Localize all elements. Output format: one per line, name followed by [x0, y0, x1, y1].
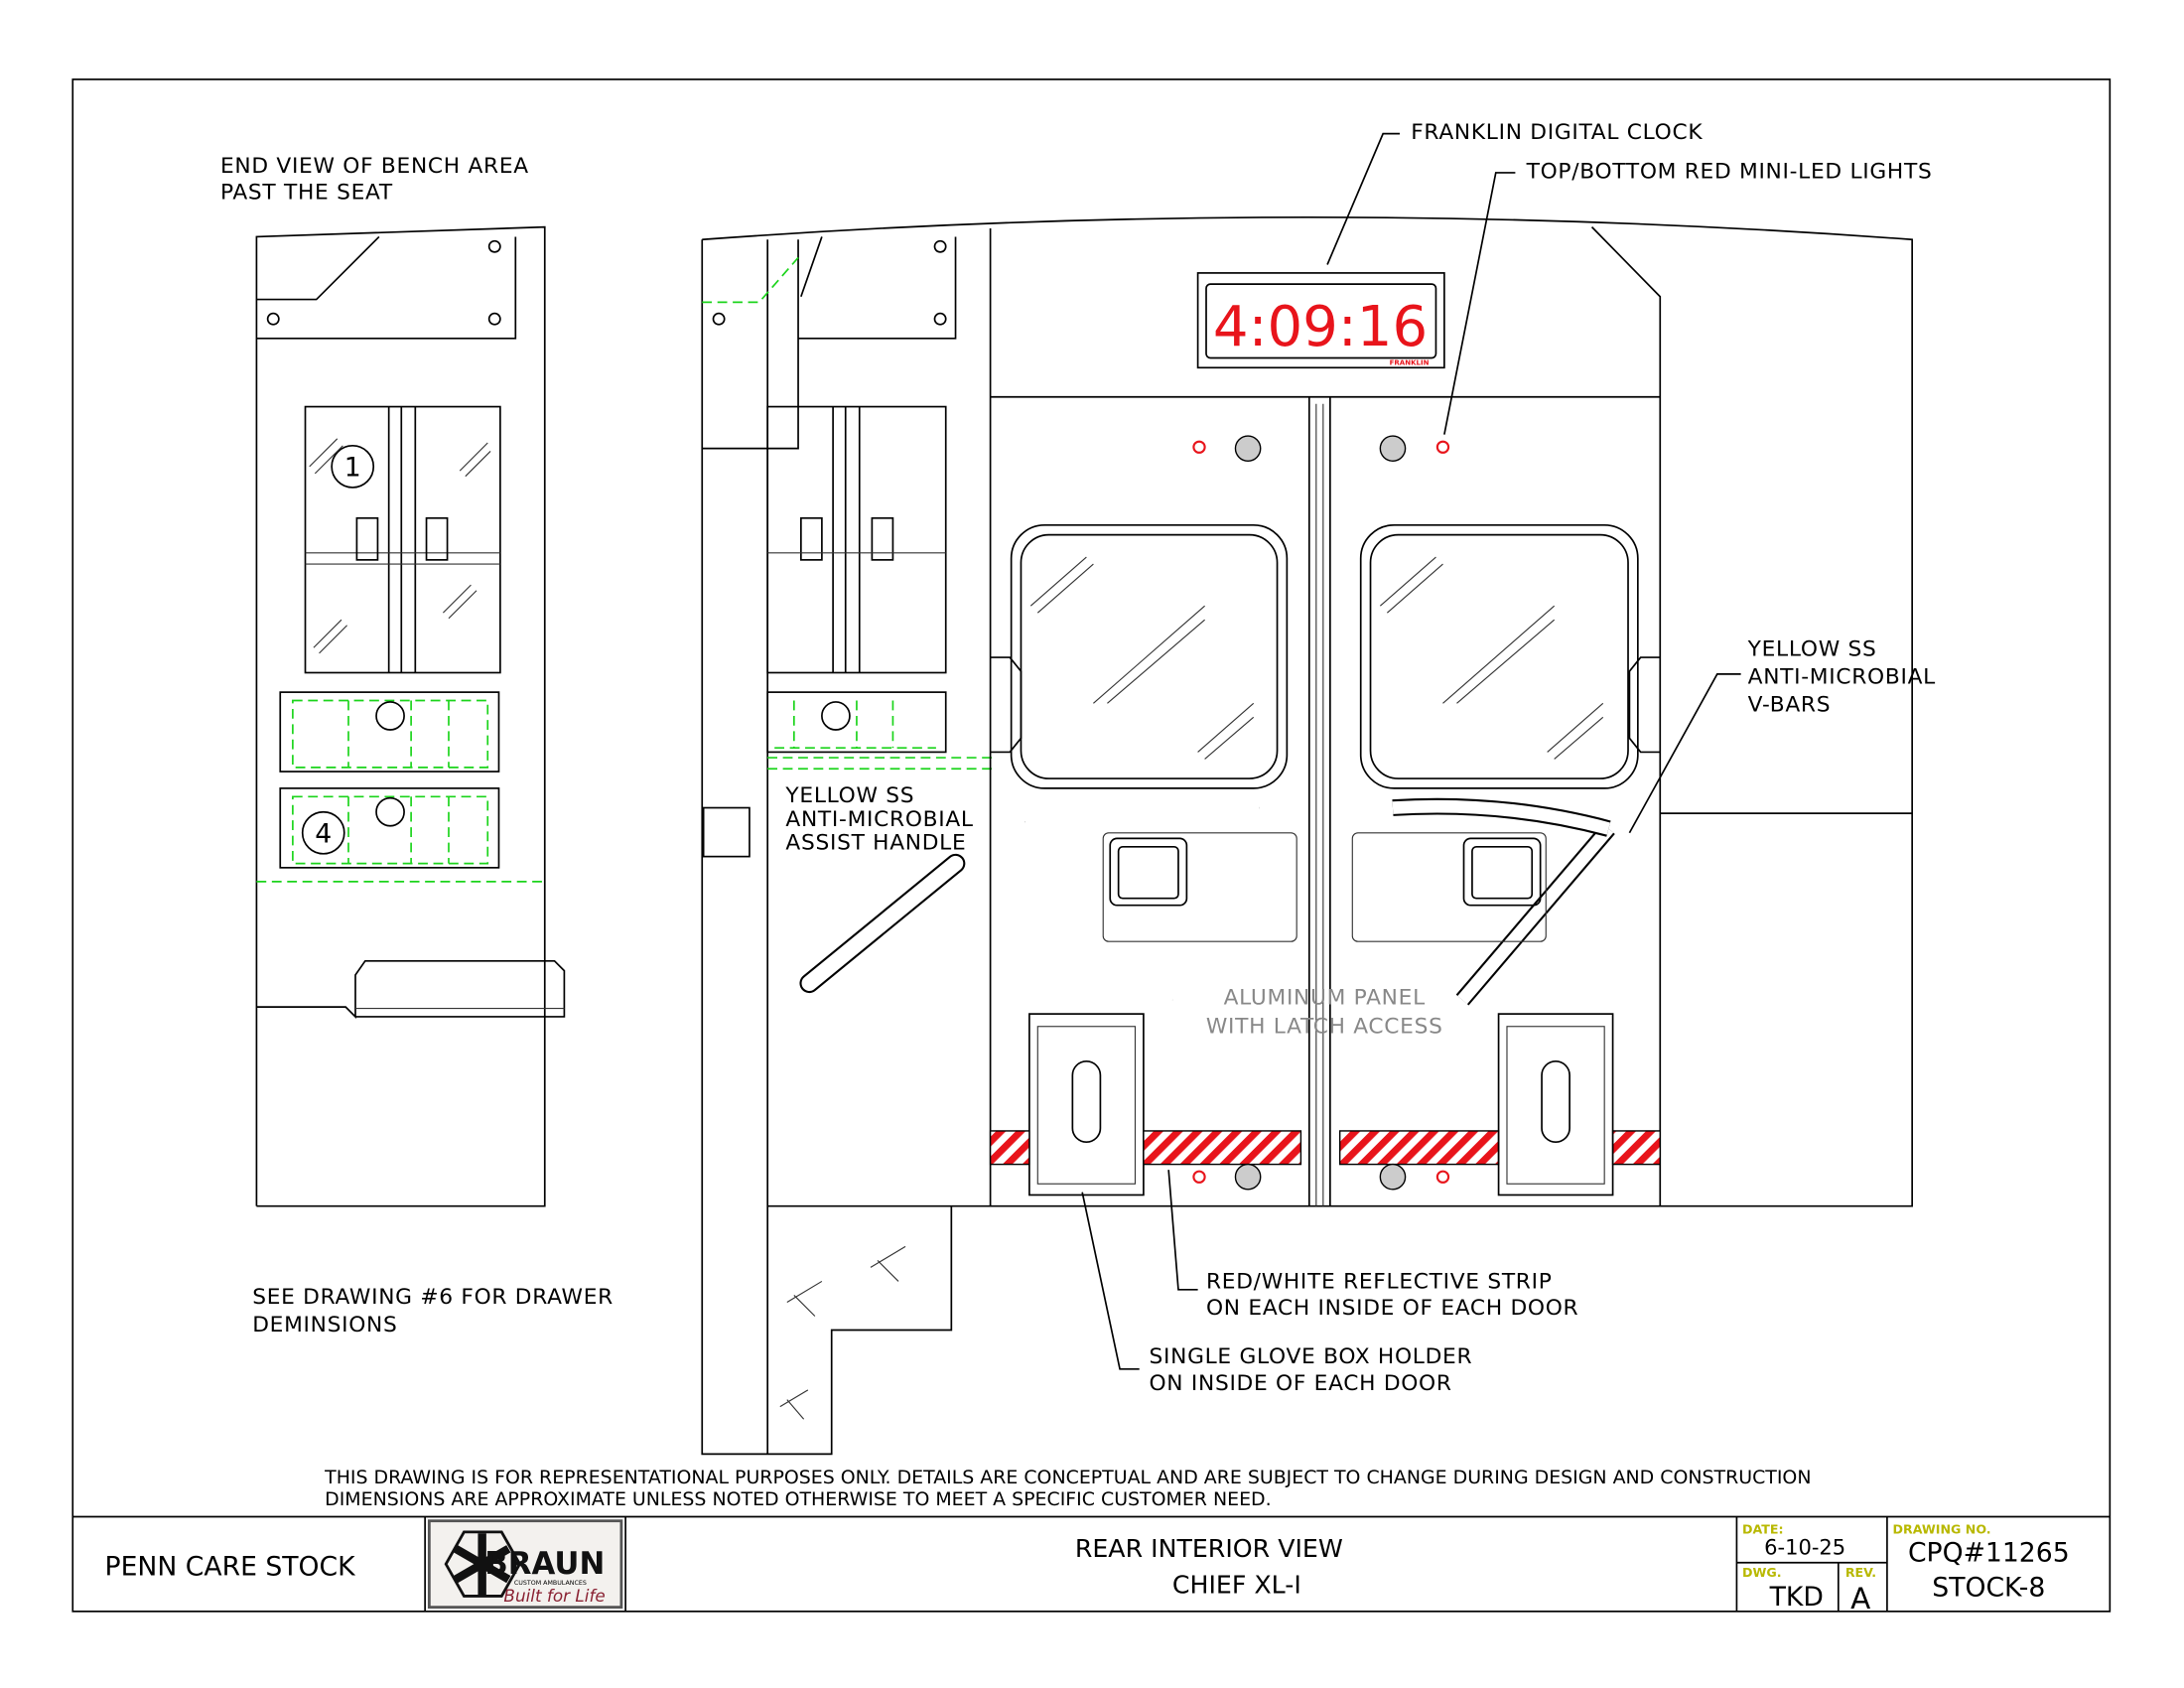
handle-label-2: ANTI-MICROBIAL [785, 807, 973, 832]
drawing-title: REAR INTERIOR VIEW [1075, 1534, 1343, 1563]
disclaimer-line-1: THIS DRAWING IS FOR REPRESENTATIONAL PUR… [324, 1467, 1811, 1488]
handle-label-3: ASSIST HANDLE [785, 831, 966, 856]
reflective-strip [1338, 1130, 1500, 1166]
disclaimer-line-2: DIMENSIONS ARE APPROXIMATE UNLESS NOTED … [325, 1488, 1271, 1510]
drawing-subtitle: CHIEF XL-I [1172, 1571, 1301, 1600]
logo-sub: CUSTOM AMBULANCES [514, 1580, 587, 1587]
clock-callout: FRANKLIN DIGITAL CLOCK [1411, 120, 1703, 145]
panel-label-2: WITH LATCH ACCESS [1206, 1015, 1443, 1040]
drawer [279, 691, 500, 773]
strip-callout: RED/WHITE REFLECTIVE STRIP [1206, 1269, 1553, 1294]
right-door [1338, 435, 1661, 1196]
vbars-label-2: ANTI-MICROBIAL [1748, 665, 1936, 690]
cabinet-1 [304, 405, 501, 674]
reflective-strip [989, 1130, 1030, 1166]
franklin-digital-clock: 4:09:16 FRANKLIN [1196, 272, 1445, 369]
drawing-sub: STOCK-8 [1932, 1572, 2045, 1603]
dwg-value: TKD [1769, 1582, 1824, 1613]
left-door [989, 435, 1302, 1196]
reflective-strip [1611, 1130, 1661, 1166]
handle-label: YELLOW SS [784, 783, 914, 808]
vbars-label: YELLOW SS [1747, 637, 1877, 662]
title-block: PENN CARE STOCK BRAUN CUSTOM AMBULANCES … [72, 1515, 2111, 1616]
led-callout: TOP/BOTTOM RED MINI-LED LIGHTS [1526, 160, 1933, 185]
cabinet-number: 4 [315, 819, 332, 850]
logo-tagline: Built for Life [503, 1586, 605, 1606]
drawer-4 [279, 787, 500, 869]
panel-label: ALUMINUM PANEL [1224, 985, 1426, 1010]
drawer-note-2: DEMINSIONS [252, 1313, 397, 1337]
reflective-strip [1143, 1130, 1302, 1166]
date-value: 6-10-25 [1764, 1534, 1845, 1559]
rev-label: REV. [1845, 1565, 1876, 1580]
drawing-no: CPQ#11265 [1908, 1537, 2070, 1568]
customer-name: PENN CARE STOCK [105, 1551, 357, 1582]
clock-time: 4:09:16 [1213, 295, 1428, 359]
glove-callout: SINGLE GLOVE BOX HOLDER [1150, 1344, 1473, 1369]
glove-box-holder [1028, 1013, 1145, 1196]
led-light [1435, 440, 1450, 454]
end-view-bench: END VIEW OF BENCH AREA PAST THE SEAT 1 4… [220, 154, 614, 1337]
vbars-label-3: V-BARS [1748, 693, 1832, 718]
led-light [1192, 440, 1206, 454]
rev-value: A [1850, 1582, 1870, 1616]
date-label: DATE: [1742, 1521, 1784, 1536]
logo-text: BRAUN [484, 1546, 605, 1582]
glove-callout-2: ON INSIDE OF EACH DOOR [1150, 1371, 1452, 1396]
clock-brand: FRANKLIN [1390, 357, 1430, 366]
rear-interior-view: YELLOW SS ANTI-MICROBIAL ASSIST HANDLE 4… [701, 215, 1913, 1456]
strip-callout-2: ON EACH INSIDE OF EACH DOOR [1206, 1296, 1578, 1321]
braun-logo: BRAUN CUSTOM AMBULANCES Built for Life [427, 1519, 623, 1610]
drawer-note: SEE DRAWING #6 FOR DRAWER [252, 1285, 614, 1310]
end-view-label: END VIEW OF BENCH AREA [220, 154, 529, 179]
glove-box-holder [1497, 1013, 1614, 1196]
cabinet-number: 1 [344, 453, 361, 484]
callouts: FRANKLIN DIGITAL CLOCK TOP/BOTTOM RED MI… [1081, 120, 1936, 1396]
sheet-border [71, 78, 2112, 1613]
end-view-label-2: PAST THE SEAT [220, 181, 393, 206]
assist-handle: YELLOW SS ANTI-MICROBIAL ASSIST HANDLE [784, 783, 973, 994]
drawing-no-label: DRAWING NO. [1893, 1521, 1991, 1536]
dwg-label: DWG. [1742, 1565, 1782, 1580]
